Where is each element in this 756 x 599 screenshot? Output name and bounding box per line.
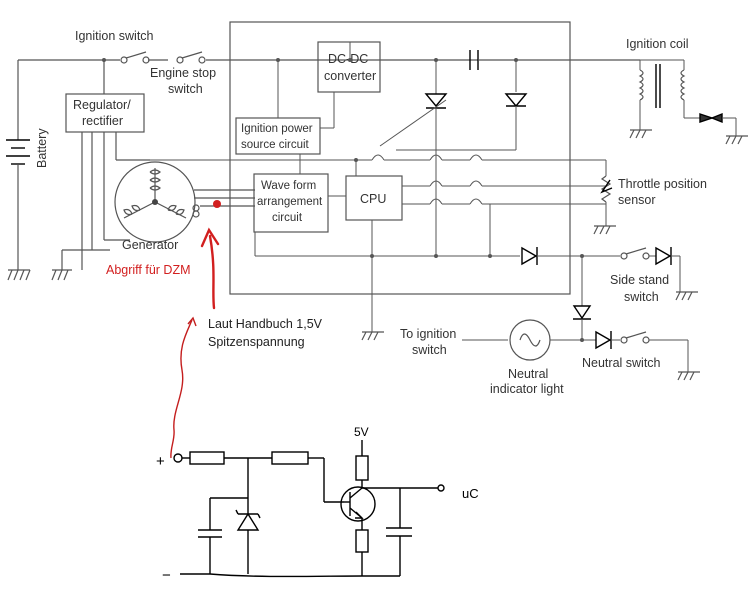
engine-stop-switch-symbol [176,51,206,64]
neutral-light-label-1: Neutral [508,367,548,381]
ecu-ground [361,331,384,341]
ignition-switch-symbol [120,51,150,64]
battery-ground [7,269,31,281]
plus-terminal-label: + [156,453,165,470]
dcdc-converter-box [317,41,381,93]
ign-power-label-2: source circuit [241,139,310,151]
tap-label: Abgriff für DZM [106,263,191,277]
ecu-box [229,21,571,295]
side-stand-diode [521,246,620,266]
tap-arrow [200,227,220,310]
battery-label: Battery [35,128,49,168]
supply-label: 5V [354,425,369,439]
tap-point-marker [213,200,221,208]
generator-symbol [114,161,200,243]
throttle-sensor-symbol [593,160,616,235]
ignition-switch-label: Ignition switch [75,29,154,43]
wave-label-2: arrangement [257,196,323,208]
cpu-label: CPU [360,192,386,206]
ignition-coil-symbol [629,59,748,145]
neutral-light-label-2: indicator light [490,382,564,396]
engine-stop-label-2: switch [168,82,203,96]
neutral-diode-vertical [572,256,592,340]
ign-power-label-1: Ignition power [241,123,313,135]
to-ignition-label-2: switch [412,343,447,357]
output-label: uC [462,486,479,501]
regulator-rectifier-box [65,93,145,133]
minus-terminal-label: − [162,567,171,584]
regulator-ground [51,249,92,281]
side-stand-label-1: Side stand [610,273,669,287]
manual-note-1: Laut Handbuch 1,5V [208,317,323,331]
wave-label-3: circuit [272,212,303,224]
engine-stop-label-1: Engine stop [150,66,216,80]
battery-symbol [6,139,30,165]
regulator-label-1: Regulator/ [73,98,131,112]
hand-drawn-connection [170,319,193,459]
regulator-label-2: rectifier [82,114,123,128]
cpu-box [345,175,403,221]
input-circuit-sketch: + 5V [156,425,479,584]
to-ignition-label-1: To ignition [400,327,456,341]
ignition-coil-label: Ignition coil [626,37,689,51]
wave-label-1: Wave form [261,180,316,192]
neutral-indicator-symbol [462,319,700,381]
dcdc-label-2: converter [324,69,376,83]
generator-label: Generator [122,238,178,252]
side-stand-switch-symbol [620,246,698,301]
side-stand-label-2: switch [624,290,659,304]
throttle-label-2: sensor [618,193,656,207]
waveform-circuit-box [253,173,329,233]
neutral-switch-label: Neutral switch [582,356,661,370]
ecu-internal-wiring [150,42,606,332]
dcdc-label-1: DC-DC [328,52,368,66]
manual-note-2: Spitzenspannung [208,335,305,349]
throttle-label-1: Throttle position [618,177,707,191]
